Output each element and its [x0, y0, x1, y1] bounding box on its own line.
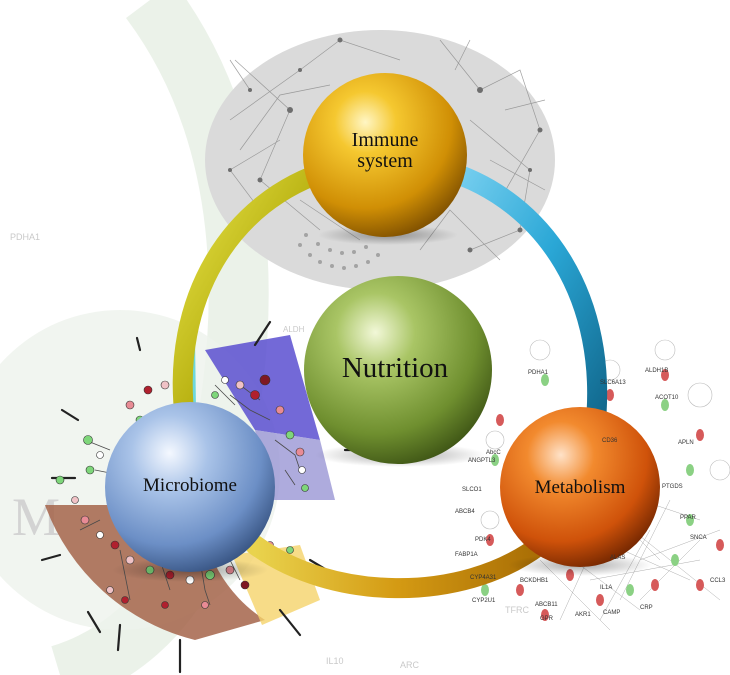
ring-microbiome-metabolism [245, 535, 550, 599]
gene-label: ALAS [610, 555, 626, 561]
gene-label: ABCB4 [455, 509, 475, 515]
spheres [105, 73, 660, 582]
gene-label: SNCA [690, 535, 707, 541]
connection-ring [172, 160, 608, 599]
gene-label: SLC6A13 [600, 380, 626, 386]
gene-label: PTGDS [662, 484, 683, 490]
metabolism-sphere [500, 407, 660, 567]
gene-label: ABCB11 [535, 602, 558, 608]
background-label: PDHA1 [10, 232, 41, 242]
microbiome-sphere [105, 402, 275, 572]
gene-label: IL1A [600, 585, 613, 591]
background-label: ARC [400, 660, 420, 670]
nutrition-sphere [304, 276, 492, 464]
gene-label: PDK4 [475, 537, 491, 543]
sector-purple [205, 335, 320, 440]
gene-label: CRP [640, 605, 653, 611]
gene-label: APLN [678, 440, 694, 446]
gene-label: ACOT10 [655, 395, 679, 401]
metabolism-network [480, 339, 730, 631]
background-label: TFRC [505, 605, 529, 615]
gene-label: GPR [540, 616, 554, 622]
sector-lavender [255, 430, 335, 500]
gene-label: CYP4A31 [470, 575, 497, 581]
background-label: ALDH [283, 325, 305, 334]
gene-label: AKR1 [575, 612, 591, 618]
gene-label: PDHA1 [528, 370, 549, 376]
ring-immune-metabolism [435, 160, 608, 440]
gene-label: CYP2U1 [472, 598, 496, 604]
gene-label: CAMP [603, 610, 621, 616]
gene-label: BCKDHB1 [520, 578, 549, 584]
gene-label: PPAR [680, 515, 696, 521]
immune-system-sphere [303, 73, 467, 237]
background-label: IL10 [326, 656, 344, 666]
gene-label: ALDH1B [645, 368, 669, 374]
ring-immune-microbiome [172, 160, 340, 430]
gene-label: AbcC [486, 450, 501, 456]
gene-label: CCL3 [710, 578, 726, 584]
gene-label: FABP1A [455, 552, 478, 558]
gene-label: SLCO1 [462, 487, 482, 493]
gene-label: ANGPTL3 [468, 458, 496, 464]
gene-label: CD36 [602, 438, 618, 444]
